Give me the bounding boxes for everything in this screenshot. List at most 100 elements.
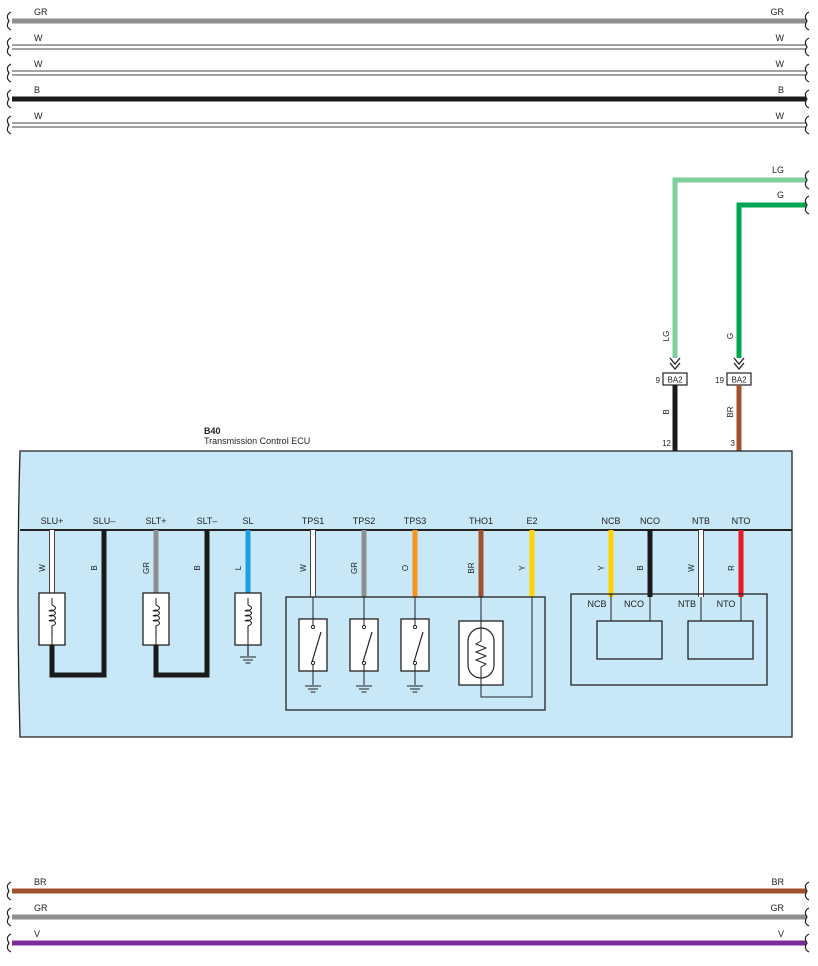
right-wire-1-upper (736, 202, 806, 358)
ecu-internal-circuits: SLU+WSLU–BSLT+GRSLT–BSLLTPS1WTPS2GRTPS3O… (38, 516, 768, 711)
terminal-tps2-label: TPS2 (353, 516, 376, 526)
terminal-sl-label: SL (242, 516, 253, 526)
right-wire-1-connector-label: BA2 (731, 376, 747, 385)
right-wire-1-vertical-label: G (726, 333, 735, 339)
terminal-slu-plus-label: SLU+ (41, 516, 64, 526)
top-wire-3-left-brace (6, 89, 12, 109)
right-wire-0-pin-number: 9 (656, 376, 661, 385)
bottom-wire-2-left-brace (6, 933, 12, 953)
bottom-wire-2-left-label: V (34, 929, 40, 939)
bottom-wire-0-right-label: BR (771, 877, 784, 887)
terminal-tho1-label: THO1 (469, 516, 493, 526)
terminal-e2-wire-code: Y (518, 565, 527, 571)
bottom-wire-1-left-label: GR (34, 903, 48, 913)
terminal-tps1-wire-code: W (299, 564, 308, 572)
ntb-sensor-box (687, 620, 754, 660)
sl-solenoid-coil-icon (244, 604, 253, 638)
terminal-ntb-wire-code: W (687, 564, 696, 572)
top-wire-3-right-brace (804, 89, 810, 109)
speed-sensor-frame (570, 593, 768, 686)
top-wire-2-left-label: W (34, 59, 43, 69)
top-wire-2-left-brace (6, 63, 12, 83)
tps1-switch-contact-bottom (310, 660, 316, 666)
terminal-tps2-wire-code: GR (350, 562, 359, 574)
top-wire-4-left-brace (6, 115, 12, 135)
sensor-ntb-label: NTB (678, 599, 696, 609)
right-wire-0-brace (804, 170, 810, 190)
right-wire-1-brace (804, 195, 810, 215)
top-wire-1-right-brace (804, 37, 810, 57)
tps3-switch-contact-top (412, 624, 418, 630)
slt-solenoid-coil-icon (152, 604, 161, 638)
bottom-wire-1-right-brace (804, 907, 810, 927)
right-wire-1-pin-number: 19 (715, 376, 724, 385)
terminal-nco-label: NCO (640, 516, 660, 526)
terminal-slu-plus-wire-code: W (38, 564, 47, 572)
terminal-sl-wire-code: L (234, 565, 243, 570)
tps1-switch-ground-icon (305, 685, 321, 693)
tps3-switch-blade-icon (413, 631, 424, 663)
ecu-name: Transmission Control ECU (204, 436, 310, 446)
right-wire-0-upper (672, 177, 806, 358)
top-wire-bundle: GR GR W W W W B B W W (6, 7, 810, 135)
transmission-ecu: B40 Transmission Control ECU (17, 426, 793, 738)
bottom-wire-0-right-brace (804, 881, 810, 901)
top-wire-1-right-label: W (776, 33, 785, 43)
terminal-slu-minus-label: SLU– (93, 516, 116, 526)
top-wire-0-right-label: GR (771, 7, 785, 17)
top-wire-3-left-label: B (34, 85, 40, 95)
top-wire-0-left-label: GR (34, 7, 48, 17)
sensor-nco-label: NCO (624, 599, 644, 609)
terminal-nco-wire-code: B (636, 565, 645, 570)
right-wire-0-top-label: LG (772, 165, 784, 175)
top-wire-4-right-label: W (776, 111, 785, 121)
bottom-wire-2-right-label: V (778, 929, 784, 939)
right-wire-group: LGLGBA29B12STPGGBA219BR3SPD1 (656, 165, 810, 465)
bottom-wire-0-left-brace (6, 881, 12, 901)
tps2-switch-contact-top (361, 624, 367, 630)
terminal-tps3-label: TPS3 (404, 516, 427, 526)
top-wire-4-left-label: W (34, 111, 43, 121)
sensor-ncb-label: NCB (587, 599, 606, 609)
terminal-tps3-wire-code: O (401, 565, 410, 571)
sensor-nto-label: NTO (717, 599, 736, 609)
terminal-slt-plus-label: SLT+ (145, 516, 166, 526)
right-wire-0-lower-label: B (662, 409, 671, 414)
terminal-slt-plus-wire-code: GR (142, 562, 151, 574)
top-wire-3-right-label: B (778, 85, 784, 95)
tps1-switch-contact-top (310, 624, 316, 630)
right-wire-1-lower-label: BR (726, 406, 735, 417)
tps2-switch-ground-icon (356, 685, 372, 693)
terminal-ncb-wire-code: Y (597, 565, 606, 571)
ecu-code: B40 (204, 426, 221, 436)
top-wire-2-right-brace (804, 63, 810, 83)
thermistor-resistor-icon (474, 597, 533, 698)
bottom-wire-0-left-label: BR (34, 877, 47, 887)
right-wire-1-top-label: G (777, 190, 784, 200)
terminal-nto-label: NTO (732, 516, 751, 526)
right-wire-1-arrow (733, 357, 745, 371)
sl-ground-icon (240, 656, 256, 664)
slt-return-loop (153, 593, 210, 678)
tps3-switch-contact-bottom (412, 660, 418, 666)
slu-solenoid-coil-icon (48, 604, 57, 638)
right-wire-0-ecu-pin: 12 (662, 439, 671, 448)
top-wire-1-left-brace (6, 37, 12, 57)
tps2-switch-contact-bottom (361, 660, 367, 666)
bottom-wire-2-right-brace (804, 933, 810, 953)
top-wire-4-right-brace (804, 115, 810, 135)
top-wire-0-right-brace (804, 11, 810, 31)
tps2-switch-blade-icon (362, 631, 373, 663)
tps1-switch-blade-icon (311, 631, 322, 663)
top-wire-1-left-label: W (34, 33, 43, 43)
tps3-switch-ground-icon (407, 685, 423, 693)
right-wire-1-ecu-pin: 3 (731, 439, 736, 448)
top-wire-2-right-label: W (776, 59, 785, 69)
bottom-wire-1-left-brace (6, 907, 12, 927)
slu-return-loop (49, 593, 107, 678)
terminal-slu-minus-wire-code: B (90, 565, 99, 570)
terminal-e2-label: E2 (526, 516, 537, 526)
terminal-ntb-label: NTB (692, 516, 710, 526)
terminal-ncb-label: NCB (601, 516, 620, 526)
